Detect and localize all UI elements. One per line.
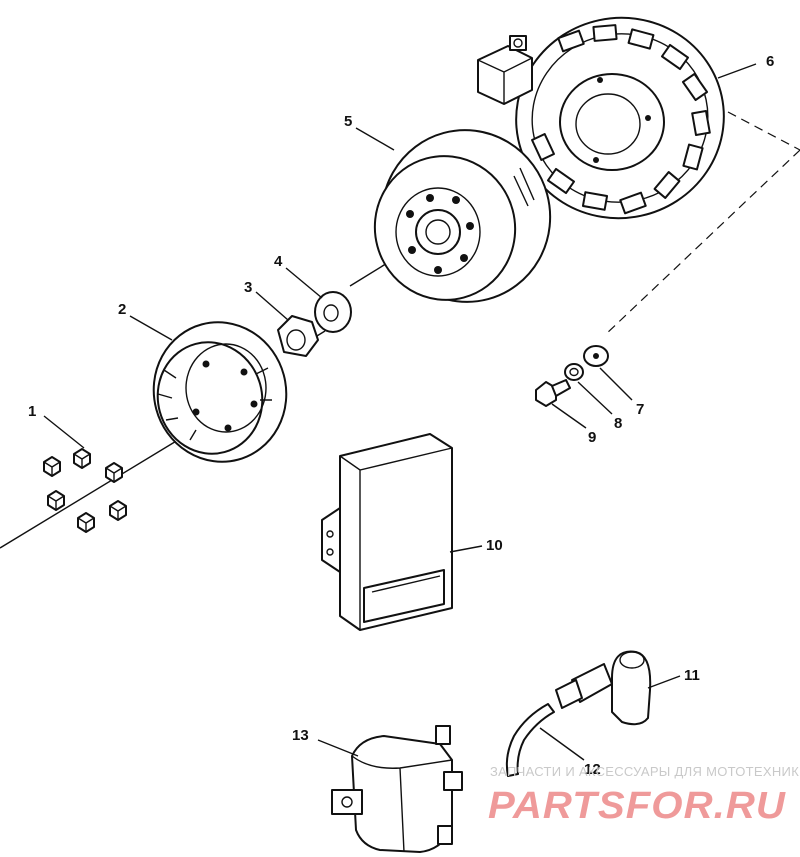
callout-5: 5 — [344, 113, 352, 130]
stator-pickup-block — [477, 35, 533, 105]
callout-10: 10 — [486, 537, 503, 554]
flywheel-bolt-holes — [406, 194, 474, 274]
spark-plug-cap-part — [555, 650, 652, 726]
nut-part-3 — [277, 315, 319, 357]
watermark-caption: ЗАПЧАСТИ И АКСЕССУАРЫ ДЛЯ МОТОТЕХНИКИ — [490, 764, 800, 779]
callout-13: 13 — [292, 727, 309, 744]
callout-12: 12 — [584, 761, 601, 778]
ht-lead-part — [505, 703, 555, 777]
stator-part — [477, 16, 725, 220]
watermark: ЗАПЧАСТИ И АКСЕССУАРЫ ДЛЯ МОТОТЕХНИКИ PA… — [488, 764, 800, 827]
callout-1: 1 — [28, 403, 36, 420]
callout-7: 7 — [636, 401, 644, 418]
ignition-coil-part — [331, 725, 463, 853]
starter-cup-bolt-holes — [192, 360, 258, 432]
callout-4: 4 — [274, 253, 283, 270]
callout-2: 2 — [118, 301, 126, 318]
callout-3: 3 — [244, 279, 252, 296]
starter-cup-part — [152, 321, 288, 463]
cdi-module-part — [321, 433, 453, 631]
callout-6: 6 — [766, 53, 774, 70]
stator-coils — [531, 24, 711, 215]
leader-lines — [43, 63, 757, 761]
callout-8: 8 — [614, 415, 622, 432]
washer-part-7 — [583, 345, 609, 367]
lock-washer-part-8 — [564, 363, 584, 381]
callout-labels: 1 2 3 4 5 6 7 8 9 10 11 12 13 — [28, 53, 774, 778]
washer-part-4 — [314, 291, 352, 333]
bolts-part-1 — [43, 448, 127, 533]
screw-part-9 — [535, 379, 571, 407]
callout-11: 11 — [684, 667, 700, 684]
flywheel-part — [373, 129, 552, 303]
watermark-logo: PARTSFOR.RU — [488, 785, 787, 827]
callout-9: 9 — [588, 429, 596, 446]
